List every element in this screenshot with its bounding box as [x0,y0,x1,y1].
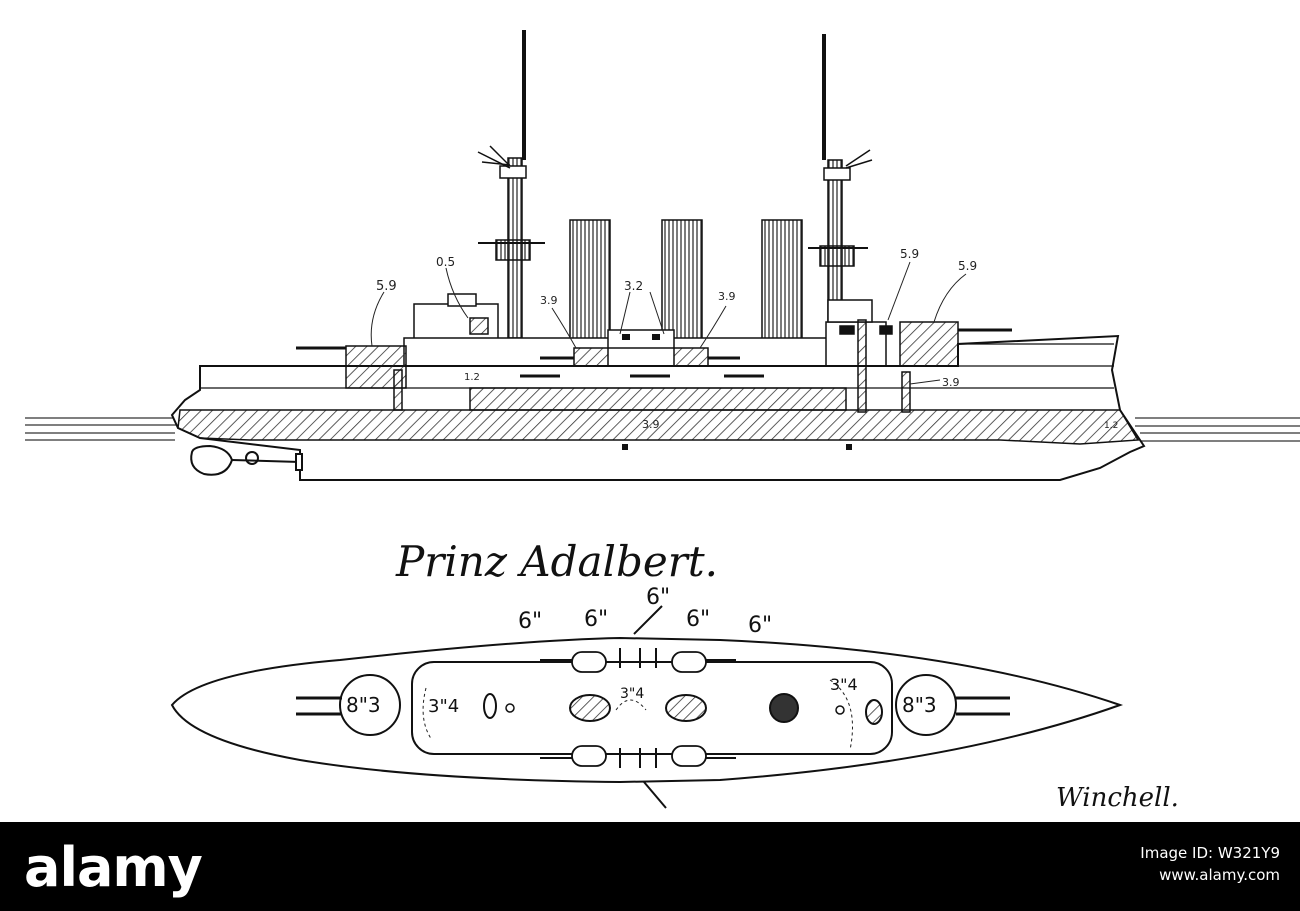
image-id-text: Image ID: W321Y9 [1140,844,1280,862]
label-gun-34-mid: 3"4 [620,686,644,702]
label-casemate-right: 3.9 [718,290,736,303]
aft-turret-armor [899,321,959,367]
label-turret-fwd: 8"3 [346,693,381,717]
side-profile: 5.9 0.5 3.9 3.2 3.9 5.9 5.9 1.2 3.9 3.9 … [25,30,1300,481]
label-aft-tower: 5.9 [900,247,919,261]
label-secondary-fwd: 5.9 [376,279,397,294]
label-gun-6d: 6" [686,607,710,632]
funnel-3 [761,219,803,343]
funnel-1 [569,219,611,343]
ship-title: Prinz Adalbert. [395,537,718,586]
side-guns [296,328,1012,378]
label-gun-6b: 6" [584,607,608,632]
funnel-2 [661,219,703,343]
label-bow-end: 1.2 [1104,421,1118,431]
label-gun-34-fwd: 3"4 [428,696,459,717]
site-url: www.alamy.com [1159,866,1280,884]
label-turret-aft: 8"3 [902,693,937,717]
plan-superstructure [411,661,893,755]
label-conning-tower: 0.5 [436,255,455,269]
bulkhead-stern [901,371,911,413]
superstructure [403,293,893,367]
turret-fwd [339,674,401,736]
label-belt-aft: 3.9 [942,376,960,389]
warship-diagram: 5.9 0.5 3.9 3.2 3.9 5.9 5.9 1.2 3.9 3.9 … [25,30,1300,813]
turret-aft [895,674,957,736]
armor-belt [177,409,1140,445]
label-casemate-mid: 3.2 [624,279,643,293]
main-mast [808,34,873,341]
label-casemate-left: 3.9 [540,294,558,307]
waterline [25,417,1300,442]
label-belt-lower: 3.9 [642,418,660,431]
label-belt-upper: 1.2 [464,372,480,383]
plan-view: 6" 6" 6" 6" 6" 8"3 8"3 3"4 3"4 3"4 [170,585,1124,809]
label-aft-turret: 5.9 [958,259,977,273]
label-gun-6a: 6" [518,609,542,634]
artist-signature: Winchell. [1056,783,1179,813]
deck-lines [200,343,1114,389]
label-gun-6e: 6" [748,613,772,638]
label-gun-6c: 6" [646,585,670,610]
citadel-belt [469,387,847,411]
casemate-aft [673,347,709,367]
stern-gear [190,444,303,476]
image-id: Image ID: W321Y9 www.alamy.com [1140,842,1280,886]
watermark-footer: alamy Image ID: W321Y9 www.alamy.com [0,822,1300,911]
bulkhead-fwd [393,369,403,411]
label-gun-34-aft: 3"4 [830,675,858,694]
casemate-fwd [573,347,609,367]
fore-mast [477,30,545,339]
alamy-logo: alamy [24,836,203,899]
